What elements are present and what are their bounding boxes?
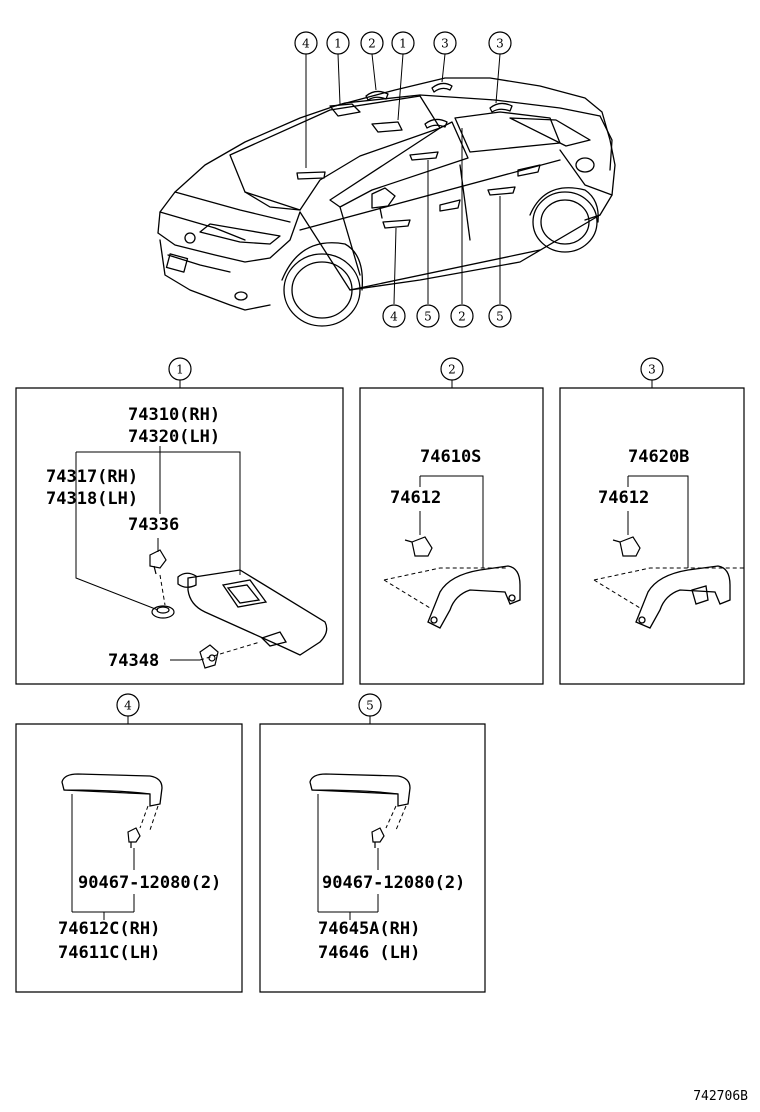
callout-bot-5b: 5 xyxy=(489,305,511,327)
svg-text:3: 3 xyxy=(496,37,504,51)
panel-5-frame xyxy=(260,724,485,992)
part-74336: 74336 xyxy=(128,515,179,535)
svg-text:3: 3 xyxy=(441,37,449,51)
svg-text:5: 5 xyxy=(496,310,504,324)
callout-top-1a: 1 xyxy=(327,32,349,54)
part-74310-rh: 74310(RH) xyxy=(128,405,220,425)
part-74318-lh: 74318(LH) xyxy=(46,489,138,509)
part-74610s: 74610S xyxy=(420,447,481,467)
part-74317-rh: 74317(RH) xyxy=(46,467,138,487)
callout-top-3b: 3 xyxy=(489,32,511,54)
svg-text:5: 5 xyxy=(424,310,432,324)
panel-3-frame xyxy=(560,388,744,684)
callout-top-1b: 1 xyxy=(392,32,414,54)
callout-top-2: 2 xyxy=(361,32,383,54)
clip-74348-icon xyxy=(200,645,218,668)
panel-1-sun-visor: 1 74310(RH) 74320(LH) 74317(RH) 74318(LH… xyxy=(16,358,343,684)
car-callouts: 4 1 2 1 3 3 4 5 xyxy=(295,32,511,327)
car-illustration xyxy=(158,78,615,326)
panel-4-callout-label: 4 xyxy=(124,699,132,713)
car-leader-lines xyxy=(306,54,500,304)
panel-3-assist-grip-hook: 3 74620B 74612 xyxy=(560,358,744,684)
assist-grip-icon xyxy=(428,566,520,628)
grip-clip-icon xyxy=(405,537,432,556)
panel-3-leaders xyxy=(594,476,744,608)
part-90467-12080-a: 90467-12080(2) xyxy=(78,873,221,893)
diagram-reference-code: 742706B xyxy=(693,1089,748,1104)
part-74348: 74348 xyxy=(108,651,159,671)
part-74612-a: 74612 xyxy=(390,488,441,508)
callout-top-4: 4 xyxy=(295,32,317,54)
part-74612-b: 74612 xyxy=(598,488,649,508)
assist-grip-hook-icon xyxy=(636,566,730,628)
part-74612c-rh: 74612C(RH) xyxy=(58,919,160,939)
part-74620b: 74620B xyxy=(628,447,689,467)
part-74320-lh: 74320(LH) xyxy=(128,427,220,447)
svg-text:2: 2 xyxy=(368,37,376,51)
panel-3-callout-label: 3 xyxy=(648,363,656,377)
holder-74317-icon xyxy=(152,606,174,618)
callout-bot-5a: 5 xyxy=(417,305,439,327)
svg-text:2: 2 xyxy=(458,310,466,324)
panel-4-frame xyxy=(16,724,242,992)
part-90467-12080-b: 90467-12080(2) xyxy=(322,873,465,893)
callout-bot-4: 4 xyxy=(383,305,405,327)
panel-2-leaders xyxy=(384,476,508,608)
panel-1-frame xyxy=(16,388,343,684)
clip-icon-5 xyxy=(372,828,384,848)
panel-4-pillar-grip: 4 90467-12080(2) 74612C(RH) 74611C(LH) xyxy=(16,694,242,992)
panel-5-callout-label: 5 xyxy=(366,699,374,713)
svg-text:1: 1 xyxy=(399,37,407,51)
svg-text:4: 4 xyxy=(302,37,310,51)
svg-text:1: 1 xyxy=(334,37,342,51)
panel-5-leaders xyxy=(318,794,406,920)
callout-top-3a: 3 xyxy=(434,32,456,54)
panel-2-callout-label: 2 xyxy=(448,363,456,377)
pillar-grip-icon-4 xyxy=(62,774,162,806)
part-74646-lh: 74646 (LH) xyxy=(318,943,420,963)
panel-2-assist-grip: 2 74610S 74612 xyxy=(360,358,543,684)
callout-bot-2: 2 xyxy=(451,305,473,327)
grip-clip-icon-b xyxy=(613,537,640,556)
panel-5-pillar-grip: 5 90467-12080(2) 74645A(RH) 74646 (LH) xyxy=(260,694,485,992)
sun-visor-icon xyxy=(178,570,327,655)
svg-text:4: 4 xyxy=(390,310,398,324)
part-74611c-lh: 74611C(LH) xyxy=(58,943,160,963)
pillar-grip-icon-5 xyxy=(310,774,410,806)
panel-4-leaders xyxy=(72,794,158,920)
panel-2-frame xyxy=(360,388,543,684)
panel-1-leaders xyxy=(76,446,260,660)
part-74645a-rh: 74645A(RH) xyxy=(318,919,420,939)
panel-1-callout-label: 1 xyxy=(176,363,184,377)
clip-74336-icon xyxy=(150,550,166,574)
clip-icon-4 xyxy=(128,828,140,848)
